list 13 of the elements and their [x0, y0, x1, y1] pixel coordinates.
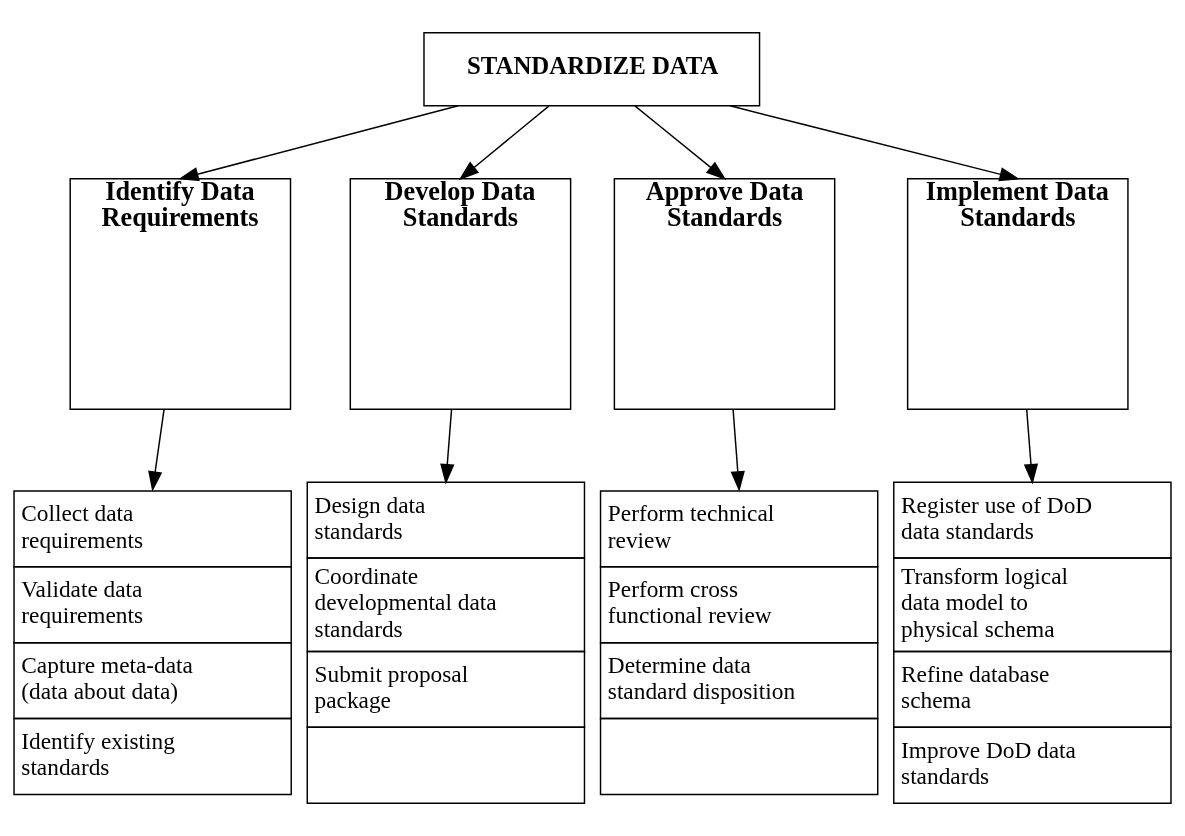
node-box: Approve Data Standards [613, 178, 836, 410]
node-box: Develop Data Standards [349, 178, 572, 410]
arrow [458, 105, 550, 181]
arrow [178, 105, 459, 182]
arrow [730, 408, 745, 492]
node-box: STANDARDIZE DATA [423, 32, 761, 107]
node-box: Identify Data Requirements [69, 178, 292, 410]
arrow [634, 105, 727, 181]
arrow [440, 408, 455, 485]
arrow [729, 105, 1020, 182]
arrow [1023, 408, 1039, 485]
arrow [148, 408, 165, 492]
node-box: Implement Data Standards [906, 178, 1129, 410]
